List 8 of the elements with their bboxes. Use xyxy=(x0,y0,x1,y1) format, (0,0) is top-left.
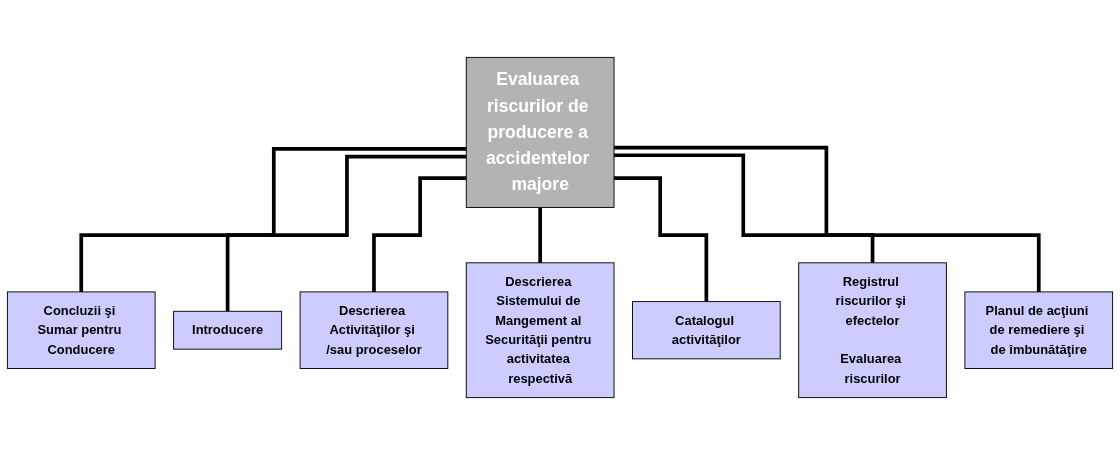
node-box: Descrierea Activităţilor şi /sau proceselor xyxy=(299,291,449,369)
node-box: Registrul riscurilor şi efectelor Evaluarea riscurilor xyxy=(798,262,947,399)
node-box: Concluzii şi Sumar pentru Conducere xyxy=(6,291,156,369)
node-box: Introducere xyxy=(173,310,283,350)
node-box: Descrierea Sistemului de Mangement al Securităţii pentru activitatea respectivă xyxy=(465,262,615,399)
node-box: Evaluarea riscurilor de producere a accidentelor majore xyxy=(465,56,615,208)
node-box: Planul de acţiuni de remediere şi de îmbunătăţire xyxy=(964,291,1114,369)
node-box: Catalogul activităţilor xyxy=(632,301,781,360)
